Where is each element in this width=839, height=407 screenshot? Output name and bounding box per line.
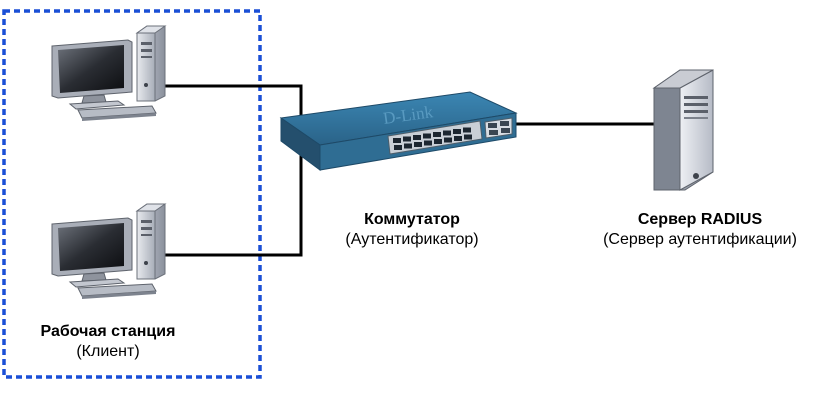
workstation-subtitle: (Клиент) <box>76 343 140 360</box>
tower-server-icon <box>652 69 714 191</box>
cables <box>163 84 654 257</box>
server-subtitle: (Сервер аутентификации) <box>603 231 797 248</box>
workstation-group-border <box>2 9 262 379</box>
network-switch-icon: D-Link <box>279 91 518 171</box>
switch-title: Коммутатор <box>364 211 460 228</box>
desktop-pc-icon <box>51 25 167 121</box>
server-label: Сервер RADIUS (Сервер аутентификации) <box>570 210 830 250</box>
workstation-title: Рабочая станция <box>40 323 176 340</box>
switch-ports <box>393 127 472 150</box>
desktop-pc-icon <box>51 203 167 299</box>
cable-pc2-to-switch <box>163 150 303 257</box>
server-title: Сервер RADIUS <box>637 211 763 228</box>
workstation-label: Рабочая станция (Клиент) <box>14 322 202 362</box>
switch-subtitle: (Аутентификатор) <box>345 231 479 248</box>
cable-pc1-to-switch <box>163 84 303 120</box>
switch-label: Коммутатор (Аутентификатор) <box>312 210 512 250</box>
